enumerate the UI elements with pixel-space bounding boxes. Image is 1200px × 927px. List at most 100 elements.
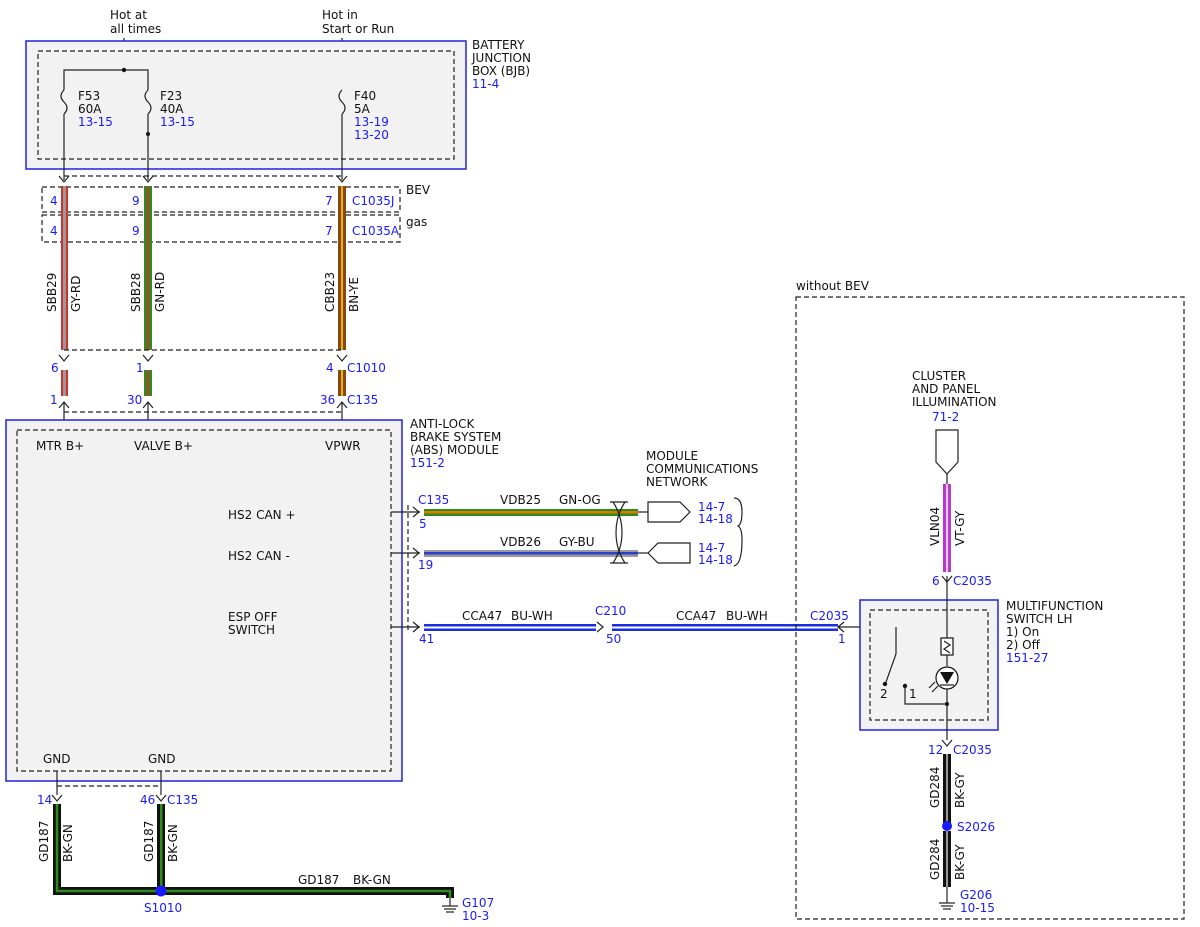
pin-41: 41 (419, 632, 434, 646)
offpage-connector-icon (647, 542, 691, 564)
svg-text:10-3: 10-3 (462, 909, 489, 923)
fuse-f40: F40 5A 13-19 13-20 (354, 89, 389, 142)
svg-text:46: 46 (140, 793, 155, 807)
connector-c1035j: 4 9 7 C1035J (50, 194, 394, 208)
bjb-title: BATTERY JUNCTION BOX (BJB) 11-4 (471, 38, 531, 91)
svg-text:BK-GY: BK-GY (953, 844, 967, 880)
svg-text:NETWORK: NETWORK (646, 475, 709, 489)
wire-vdb25 (424, 509, 638, 516)
fuse-icon (60, 89, 346, 115)
wire-label-gd187-c: GD187 BK-GN (298, 873, 391, 887)
offpage-connector-icon (647, 501, 691, 523)
splice-s2026-label: S2026 (957, 820, 995, 834)
svg-text:MULTIFUNCTION: MULTIFUNCTION (1006, 599, 1103, 613)
svg-text:all times: all times (110, 22, 161, 36)
svg-text:14-7: 14-7 (698, 500, 725, 514)
svg-text:1) On: 1) On (1006, 625, 1039, 639)
svg-text:14: 14 (37, 793, 52, 807)
svg-text:C2035: C2035 (953, 574, 992, 588)
svg-text:CCA47: CCA47 (462, 609, 502, 623)
svg-text:G206: G206 (960, 888, 992, 902)
wire-cca47-b (612, 624, 838, 631)
svg-text:4: 4 (326, 361, 334, 375)
svg-text:G107: G107 (462, 896, 494, 910)
pin-hs2-can-plus: HS2 CAN + (228, 508, 296, 522)
svg-text:14-7: 14-7 (698, 541, 725, 555)
wire-gd187-c (161, 887, 454, 898)
c135-can-connector: C135 (418, 493, 449, 507)
svg-text:9: 9 (132, 194, 140, 208)
wire-vln04 (943, 484, 951, 572)
svg-text:60A: 60A (78, 102, 102, 116)
svg-text:2) Off: 2) Off (1006, 638, 1041, 652)
svg-text:7: 7 (325, 194, 333, 208)
svg-text:40A: 40A (160, 102, 184, 116)
svg-text:AND PANEL: AND PANEL (912, 382, 980, 396)
svg-text:13-15: 13-15 (160, 115, 195, 129)
wire-label-sbb29: SBB29 GY-RD (45, 273, 83, 312)
svg-text:Hot in: Hot in (322, 8, 358, 22)
chevron-down-icon (51, 794, 167, 802)
svg-text:BN-YE: BN-YE (347, 277, 361, 312)
splice-s1010 (155, 885, 167, 897)
svg-text:4: 4 (50, 224, 58, 238)
fuse-f53: F53 60A 13-15 (78, 89, 113, 129)
svg-text:GD284: GD284 (928, 767, 942, 808)
wire-gd187-a (53, 804, 161, 895)
svg-text:4: 4 (50, 194, 58, 208)
wire-cca47-a (424, 624, 596, 631)
wire-label-gd284-b: GD284 BK-GY (928, 839, 967, 880)
svg-text:GN-OG: GN-OG (559, 493, 601, 507)
svg-text:36: 36 (320, 393, 335, 407)
svg-text:Start or Run: Start or Run (322, 22, 394, 36)
svg-text:GN-RD: GN-RD (153, 272, 167, 312)
svg-text:C1010: C1010 (347, 361, 386, 375)
wire-vdb26 (424, 550, 638, 557)
svg-text:CBB23: CBB23 (323, 272, 337, 312)
without-bev-box (795, 296, 1185, 920)
pin-vpwr: VPWR (325, 439, 361, 453)
svg-text:151-27: 151-27 (1006, 651, 1049, 665)
multifunction-switch-box (859, 599, 999, 731)
wire-cbb23 (338, 186, 346, 350)
svg-text:BK-GN: BK-GN (353, 873, 391, 887)
svg-text:BK-GN: BK-GN (166, 824, 180, 862)
svg-text:GD187: GD187 (142, 821, 156, 862)
svg-text:MODULE: MODULE (646, 449, 698, 463)
splice-s2026 (942, 821, 952, 831)
connector-c1010: 6 1 4 C1010 (51, 361, 386, 375)
svg-text:13-20: 13-20 (354, 128, 389, 142)
svg-text:VT-GY: VT-GY (953, 510, 967, 546)
svg-text:GD187: GD187 (298, 873, 339, 887)
multifunction-switch-title: MULTIFUNCTION SWITCH LH 1) On 2) Off 151… (1006, 599, 1103, 665)
without-bev-label: without BEV (796, 279, 870, 293)
svg-text:GD187: GD187 (37, 821, 51, 862)
svg-text:CCA47: CCA47 (676, 609, 716, 623)
chevron-down-icon (58, 354, 348, 362)
wire-label-cbb23: CBB23 BN-YE (323, 272, 361, 312)
switch-position-1: 1 (909, 687, 917, 701)
svg-text:6: 6 (51, 361, 59, 375)
wire-gd187-b (157, 804, 165, 890)
svg-text:10-15: 10-15 (960, 901, 995, 915)
svg-text:BU-WH: BU-WH (726, 609, 768, 623)
svg-text:11-4: 11-4 (472, 77, 499, 91)
switch-position-2: 2 (880, 687, 888, 701)
connector-c210: C210 (595, 604, 626, 618)
svg-text:ANTI-LOCK: ANTI-LOCK (410, 417, 475, 431)
svg-text:SWITCH: SWITCH (228, 623, 275, 637)
svg-text:C1035A: C1035A (352, 224, 400, 238)
svg-text:COMMUNICATIONS: COMMUNICATIONS (646, 462, 758, 476)
svg-text:6: 6 (932, 574, 940, 588)
pin-50: 50 (606, 632, 621, 646)
wire-label-gd284-a: GD284 BK-GY (928, 767, 967, 808)
svg-text:71-2: 71-2 (932, 410, 959, 424)
connector-c1035a: 4 9 7 C1035A (50, 224, 400, 238)
connector-c2035-pin1: C2035 (810, 609, 849, 623)
svg-text:F40: F40 (354, 89, 376, 103)
svg-text:C135: C135 (167, 793, 198, 807)
connector-c2035-pin6: 6 C2035 (932, 574, 992, 588)
chevron-right-icon (596, 621, 604, 633)
svg-text:151-2: 151-2 (410, 456, 445, 470)
